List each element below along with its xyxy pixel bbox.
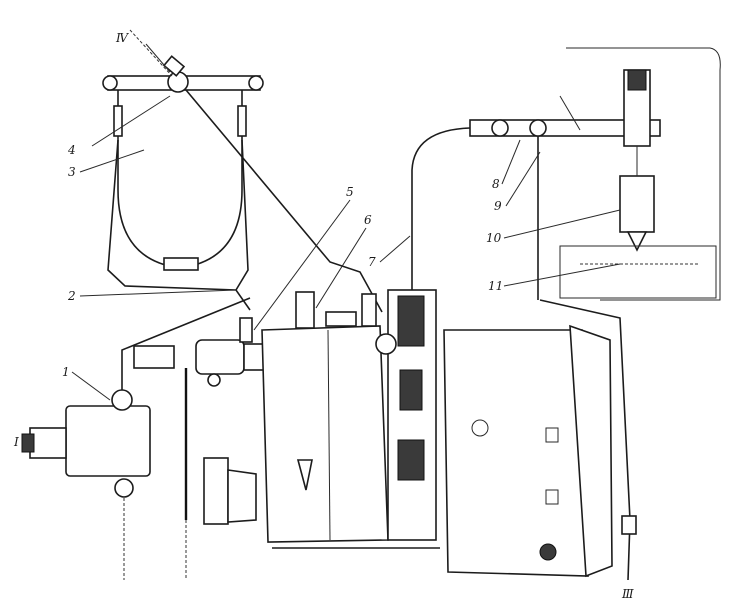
governor-side-plate: [569, 324, 613, 578]
injector-bracket-outline: [566, 47, 721, 301]
high-pressure-pipe: [411, 127, 471, 290]
tank-right-bracket: [237, 105, 247, 137]
governor-bolt-c: [545, 489, 559, 505]
engine-sight-glass: [296, 459, 313, 491]
filler-inlet-pipe: [129, 29, 173, 77]
leader-9: [505, 151, 541, 207]
feed-pump: [21, 297, 251, 580]
leader-3: [79, 149, 145, 173]
governor-bolt-a: [471, 419, 489, 437]
governor-body: [443, 329, 589, 577]
leader-6: [315, 227, 367, 309]
part-labels: Ⅳ 4 3 2 1 5 6 7 8 9 10 11 Ⅲ Ⅰ: [13, 31, 634, 601]
label-3: 3: [68, 165, 76, 179]
governor-drain-plug: [539, 543, 557, 561]
filter-assembly: [133, 317, 267, 580]
leader-4: [91, 95, 171, 147]
tank-support-left: [107, 139, 251, 311]
label-8: 8: [492, 177, 500, 191]
leader-1: [71, 371, 111, 401]
filter-riser: [239, 317, 253, 343]
fuel-tank: [102, 75, 264, 311]
label-2: 2: [67, 289, 76, 303]
return-pipe-union: [621, 515, 637, 535]
label-4: 4: [67, 143, 76, 157]
injector-assembly: [469, 47, 721, 301]
injector-nozzle-tip: [626, 231, 648, 252]
injector-cap: [627, 69, 647, 91]
leader-lines: [71, 43, 621, 401]
filter-left-fitting: [133, 345, 175, 369]
engine-shaft-coupling: [227, 469, 257, 523]
injector-feed-nut-b: [529, 119, 547, 137]
tank-support-right: [235, 139, 249, 291]
engine-top-block: [325, 311, 357, 327]
governor-housing: [443, 299, 637, 581]
injection-pump-middle: [399, 369, 423, 411]
leader-2: [79, 289, 237, 297]
leader-10: [503, 209, 621, 239]
feed-pump-bottom-union: [114, 478, 134, 498]
injection-pump-port: [375, 333, 397, 355]
feed-pump-union: [111, 389, 133, 411]
injection-pump-upper: [397, 295, 425, 347]
injector-lever: [559, 95, 581, 131]
injection-pump-lower: [397, 439, 425, 481]
engine-left-housing: [261, 325, 389, 543]
leader-11: [503, 263, 621, 287]
tank-right-nut: [248, 75, 264, 91]
engine-top-fitting-a: [295, 291, 315, 329]
feed-pump-body: [65, 405, 151, 477]
governor-return-pipe: [539, 299, 631, 581]
tank-left-bracket: [113, 105, 123, 137]
leader-7: [379, 235, 411, 263]
tank-bowl: [117, 90, 243, 269]
feed-pump-knob: [21, 433, 35, 453]
engine-divider: [327, 329, 331, 541]
filter-body: [195, 339, 245, 375]
label-6: 6: [364, 213, 372, 227]
label-inlet-iv: Ⅳ: [115, 31, 130, 45]
combustion-chamber-outline: [559, 245, 717, 299]
engine-top-fitting-b: [361, 293, 377, 327]
label-1: 1: [62, 365, 70, 379]
return-diagonal-pipe: [185, 89, 383, 313]
injector-feed-bar: [469, 119, 661, 137]
pump-to-filter-pipe: [121, 297, 251, 390]
leader-5: [253, 199, 351, 331]
filter-drain-valve: [207, 373, 221, 387]
governor-bolt-b: [545, 427, 559, 443]
label-inlet-i: Ⅰ: [13, 435, 19, 449]
injector-feed-nut-a: [491, 119, 509, 137]
engine-flange: [203, 457, 229, 525]
tank-left-nut: [102, 75, 118, 91]
label-9: 9: [494, 199, 502, 213]
injector-nozzle-body: [619, 175, 655, 233]
filler-valve: [129, 29, 383, 313]
leader-top: [145, 43, 171, 73]
injection-pump: [375, 127, 471, 541]
label-11: 11: [488, 279, 503, 293]
label-outlet-iii: Ⅲ: [621, 587, 634, 601]
filler-valve-cap: [162, 55, 186, 77]
label-5: 5: [346, 185, 354, 199]
tank-drain: [163, 257, 199, 271]
label-10: 10: [486, 231, 502, 245]
leader-8: [501, 139, 521, 185]
feed-pump-cap: [29, 427, 67, 459]
label-7: 7: [368, 255, 376, 269]
